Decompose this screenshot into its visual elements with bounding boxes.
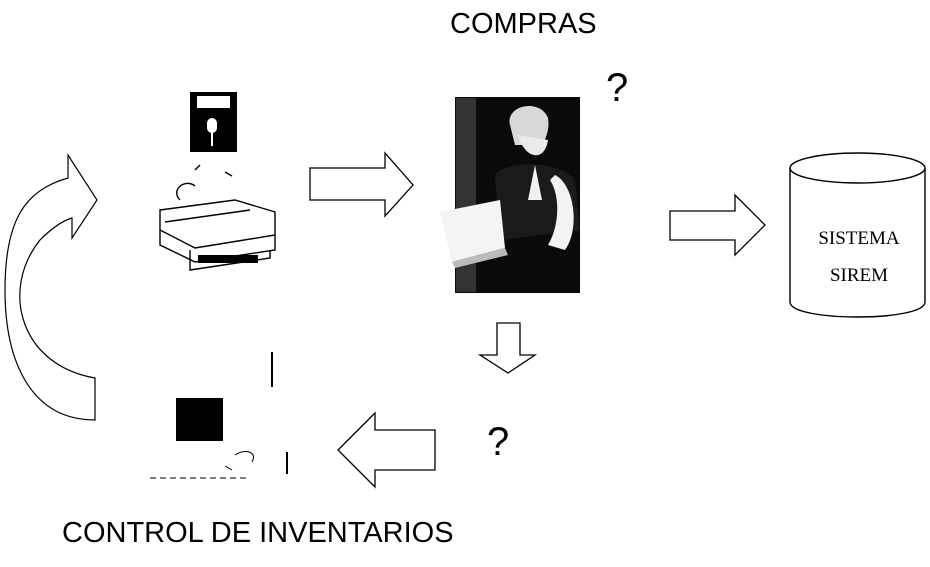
computer-drive-icon: [159, 164, 276, 271]
system-label-line1: SISTEMA: [818, 228, 900, 249]
system-label-line2: SIREM: [829, 265, 889, 286]
question-mark-top: ?: [606, 66, 629, 110]
computer-terminal-icon: [150, 352, 288, 479]
database-cylinder-icon: [789, 152, 926, 318]
floppy-disk-icon: [190, 92, 237, 152]
control-inventarios-title: CONTROL DE INVENTARIOS: [62, 517, 454, 549]
arrow-down: [477, 322, 538, 374]
arrow-left: [337, 411, 436, 489]
compras-title: COMPRAS: [450, 8, 597, 40]
arrow-right-2: [669, 193, 766, 257]
cycle-arrow-icon: [4, 152, 98, 421]
person-reading-icon: [440, 97, 580, 293]
question-mark-bottom: ?: [487, 420, 510, 464]
arrow-right-1: [309, 151, 414, 218]
